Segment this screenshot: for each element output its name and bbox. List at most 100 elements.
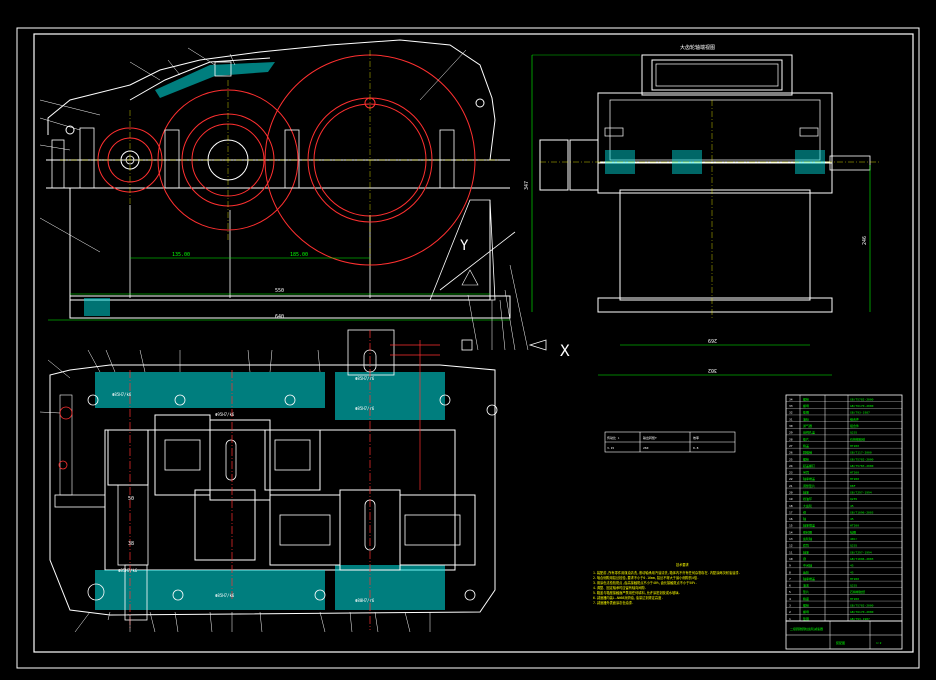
parts-row-name: 通气器 (803, 423, 812, 428)
tech-req-line-2: 2.啮合侧隙用铅丝检验,要求不小于0.16mm,铅丝不得大于最小侧隙的4倍. (593, 575, 699, 580)
dim-side-overall-w: 302 (708, 367, 717, 373)
parts-row-spec: 石棉橡胶纸 (850, 436, 865, 441)
parts-row-name: 轴承端盖 (803, 576, 815, 581)
parts-row-name: 轴承 (803, 549, 809, 554)
dim-seg-b: 38 (128, 541, 134, 547)
parts-row-spec: GB/T6170-2000 (850, 404, 874, 408)
tech-req-line-4: 4.调整、固定轴承时应留有轴向间隙. (593, 585, 647, 590)
parts-row-name: 垫片 (803, 436, 809, 441)
parts-row-number: 13 (789, 537, 793, 541)
dim-side-height: 347 (524, 181, 530, 190)
parts-row-number: 19 (789, 497, 793, 501)
fit-label-2: Φ95H7/k6 (215, 412, 235, 417)
parts-row-spec: 组合件 (850, 416, 859, 421)
dim-overall-len: 640 (275, 314, 284, 320)
outer-frame (16, 27, 920, 669)
parts-row-spec: GB/T5782-2000 (850, 397, 874, 401)
parts-row-number: 22 (789, 477, 793, 481)
side-view-title: 大齿轮轴端视图 (680, 44, 715, 51)
parts-row-spec: HT200 (850, 477, 859, 481)
parts-row-number: 16 (789, 517, 793, 521)
parts-row-number: 34 (789, 397, 793, 401)
parts-row-name: 轴承端盖 (803, 523, 815, 528)
parts-row-spec: Q235 (850, 497, 857, 501)
inner-frame (33, 33, 914, 653)
parts-row-name: 挡油环 (803, 496, 812, 501)
parts-row-number: 29 (789, 431, 793, 435)
fit-label-6: Φ85H7/k6 (215, 593, 235, 598)
parts-row-number: 14 (789, 530, 793, 534)
parts-row-name: 键 (803, 556, 806, 561)
parts-row-number: 12 (789, 544, 793, 548)
tech-req-line-1: 1.装配前,所有零件用煤油清洗,滚动轴承用汽油清洗,箱体内不许有任何杂物存在.内… (593, 570, 740, 575)
parts-row-spec: GB/T297-1994 (850, 550, 872, 554)
parts-row-number: 11 (789, 550, 793, 554)
dim-center1: 135.00 (172, 252, 190, 258)
axis-label-x: X (560, 341, 570, 360)
title-block: 二级圆锥圆柱齿轮减速器 装配图 1:2 (785, 620, 903, 650)
parts-row-spec: 石棉橡胶纸 (850, 589, 865, 594)
parts-row-number: 31 (789, 417, 793, 421)
top-view: Φ85H7/k6 Φ95H7/k6 Φ85H7/r6 Φ85H7/r6 Φ85H… (39, 329, 498, 633)
parts-row-spec: GB/T5782-2000 (850, 457, 874, 461)
dim-center2: 185.00 (290, 252, 308, 258)
parts-row-number: 18 (789, 504, 793, 508)
parts-row-spec: GB/T1096-2003 (850, 510, 874, 514)
parts-row-name: 轴 (803, 516, 806, 521)
parts-row-spec: 组合件 (850, 423, 859, 428)
parts-row-name: 螺母 (803, 403, 809, 408)
parts-row-spec: GB/T117-2000 (850, 451, 872, 455)
spec-value-1: 3.15 (607, 446, 614, 450)
dim-seg-a: 50 (128, 496, 134, 502)
title-block-scale: 1:2 (876, 641, 882, 645)
title-block-sheet: 装配图 (836, 640, 845, 645)
parts-row-spec: Q235 (850, 584, 857, 588)
parts-row-name: 吊耳 (803, 471, 809, 475)
parts-row-spec: GB/T5783-2000 (850, 464, 874, 468)
parts-row-spec: Q235 (850, 544, 857, 548)
parts-row-number: 24 (789, 464, 793, 468)
tech-requirements: 技术要求 1.装配前,所有零件用煤油清洗,滚动轴承用汽油清洗,箱体内不许有任何杂… (593, 562, 740, 605)
parts-row-name: 齿轮轴 (803, 536, 812, 541)
parts-row-spec: 毡圈 (850, 529, 856, 534)
axis-label-y: Y (460, 238, 469, 254)
parts-row-number: 21 (789, 484, 793, 488)
parts-row-name: 键 (803, 509, 806, 514)
dim-side-inner-h: 246 (862, 236, 868, 245)
parts-row-spec: GB/T93-1987 (850, 411, 870, 415)
parts-row-spec: HT200 (850, 597, 859, 601)
parts-row-spec: GB/T6170-2000 (850, 610, 874, 614)
parts-row-number: 30 (789, 424, 793, 428)
parts-row-number: 26 (789, 451, 793, 455)
tech-req-line-6: 6.减速器内装L-AN68润滑油,油量达到规定高度. (593, 595, 663, 600)
parts-row-spec: GB/T297-1994 (850, 491, 872, 495)
spec-header-1: 传动比 i (607, 435, 620, 440)
parts-row-name: 密封圈 (803, 529, 812, 534)
parts-row-name: 套筒 (803, 543, 809, 548)
tech-req-line-5: 5.箱盖与箱座接触面严禁用任何填料,允许涂密封胶或水玻璃. (593, 590, 680, 595)
parts-row-number: 33 (789, 404, 793, 408)
parts-row-name: 垫圈 (803, 410, 809, 415)
tech-req-line-3: 3.用涂色法检验斑点,齿高接触斑点不小于40%,齿长接触斑点不小于50%. (593, 580, 697, 585)
parts-row-name: 螺栓 (803, 396, 809, 401)
parts-row-name: 起盖螺钉 (803, 463, 815, 468)
parts-row-spec: 08F (850, 484, 856, 488)
parts-row-number: 17 (789, 510, 793, 514)
dim-base-len: 550 (275, 288, 284, 294)
parts-row-number: 28 (789, 437, 793, 441)
parts-row-spec: GB/T93-1987 (850, 617, 870, 621)
parts-row-number: 3 (789, 604, 791, 608)
parts-row-number: 1 (789, 617, 791, 621)
parts-row-name: 中间轴 (803, 563, 812, 568)
parts-row-spec: HT200 (850, 524, 859, 528)
parts-row-number: 27 (789, 444, 793, 448)
parts-row-spec: 45 (850, 504, 854, 508)
parts-row-name: 调整垫片 (803, 483, 815, 488)
parts-row-name: 窥视孔盖 (803, 430, 815, 435)
parts-row-spec: HT200 (850, 471, 859, 475)
parts-row-name: 圆锥销 (803, 450, 812, 455)
parts-row-name: 轴承端盖 (803, 476, 815, 481)
parts-row-number: 8 (789, 570, 791, 574)
